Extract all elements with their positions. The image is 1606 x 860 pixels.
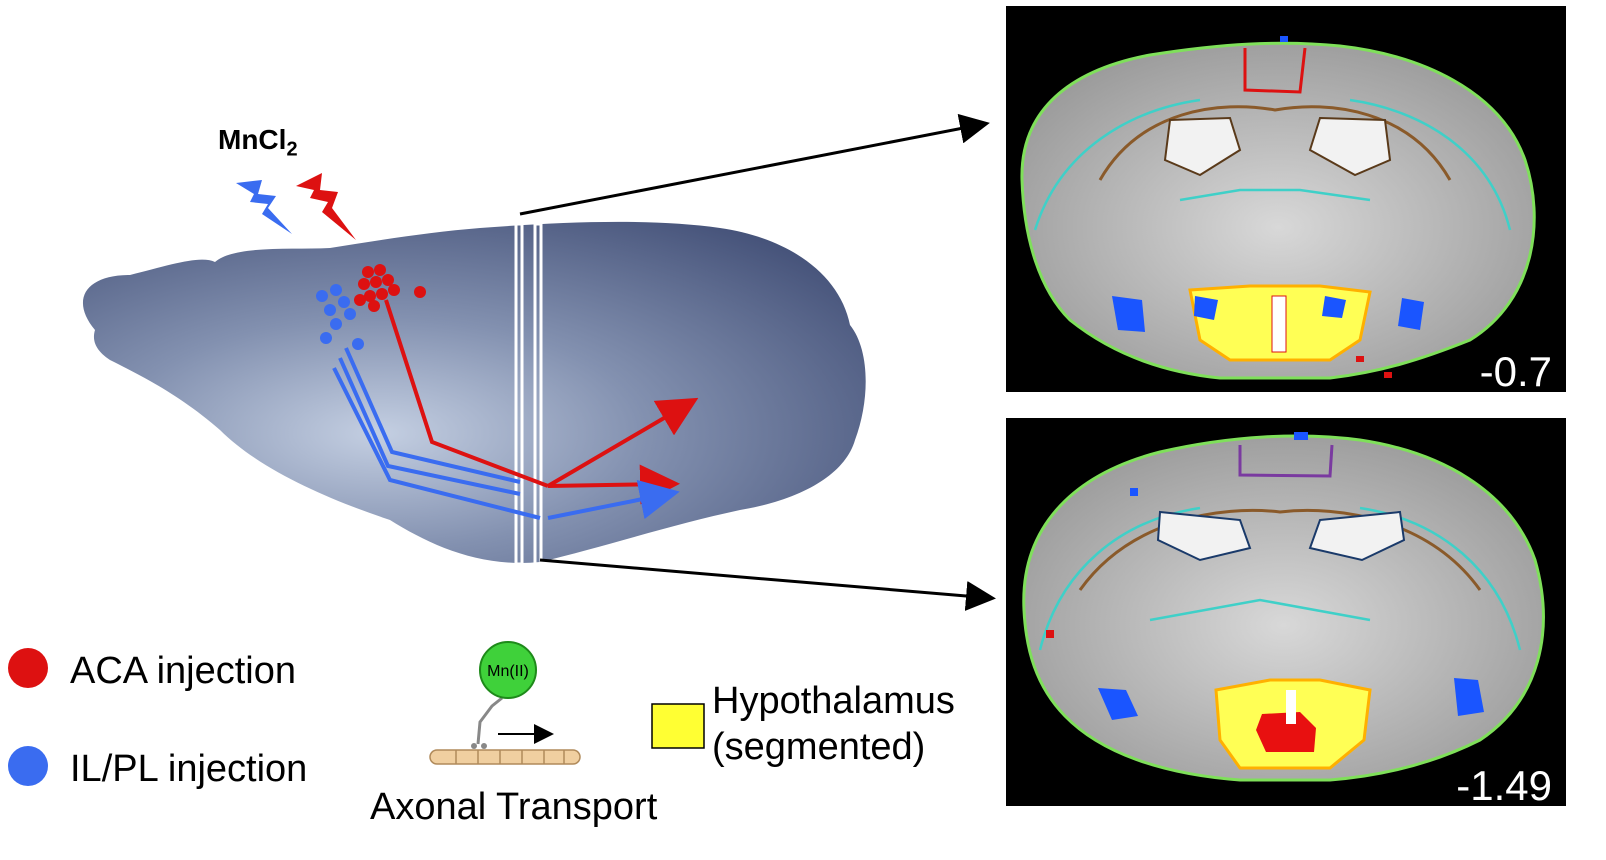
ilpl-site	[338, 296, 350, 308]
coronal-section-1	[1006, 6, 1566, 392]
ilpl-site	[352, 338, 364, 350]
aca-site	[368, 300, 380, 312]
ilpl-pathway-arrow	[547, 479, 680, 520]
aca-site	[382, 274, 394, 286]
hypothalamus-legend-label-2: (segmented)	[712, 726, 926, 768]
ilpl-site	[330, 318, 342, 330]
section-2-coordinate: -1.49	[1456, 762, 1552, 809]
aca-pathway-arrow-right	[547, 464, 680, 505]
red-lightning-icon	[296, 173, 356, 240]
guide-line-bottom	[539, 558, 996, 611]
section-1-brain	[1020, 41, 1536, 380]
aca-site	[370, 276, 382, 288]
ilpl-pathway-1	[344, 347, 521, 484]
axonal-transport-caption: Axonal Transport	[370, 786, 658, 828]
mn-ion	[479, 641, 537, 699]
section-1-coordinate: -0.7	[1480, 348, 1552, 395]
aca-pathway-main	[384, 299, 549, 488]
motor-protein	[476, 696, 503, 745]
hypothalamus-legend-label-1: Hypothalamus	[712, 680, 955, 722]
ilpl-site	[344, 308, 356, 320]
aca-site	[354, 294, 366, 306]
aca-site	[376, 288, 388, 300]
ilpl-site	[316, 290, 328, 302]
ilpl-injection-sites	[316, 284, 364, 350]
sagittal-brain	[82, 221, 866, 563]
ilpl-pathway-2	[338, 357, 521, 496]
aca-site	[358, 278, 370, 290]
mncl2-title: MnCl2	[218, 124, 298, 162]
aca-site	[414, 286, 426, 298]
aca-site	[364, 290, 376, 302]
aca-site	[388, 284, 400, 296]
ilpl-site	[330, 284, 342, 296]
mncl2-title-prefix: MnCl	[218, 124, 287, 155]
mncl2-title-subscript: 2	[286, 138, 298, 161]
aca-pathway-arrow-up	[546, 397, 699, 488]
ilpl-pathway-3	[332, 367, 541, 520]
aca-legend-marker	[8, 648, 48, 688]
ilpl-site	[324, 304, 336, 316]
aca-legend-label: ACA injection	[70, 650, 297, 692]
aca-injection-sites	[354, 264, 426, 312]
hypothalamus-legend-swatch	[651, 703, 705, 749]
section-slice-b	[533, 222, 543, 566]
coronal-section-2	[1006, 418, 1566, 806]
axonal-transport-icon	[429, 641, 581, 765]
section-slice-a	[514, 222, 524, 566]
axon-segment	[429, 749, 581, 765]
aca-site	[374, 264, 386, 276]
ilpl-site	[320, 332, 332, 344]
blue-lightning-icon	[236, 180, 292, 234]
ilpl-legend-label: IL/PL injection	[70, 748, 308, 790]
guide-line-top	[519, 113, 990, 216]
aca-site	[362, 266, 374, 278]
ilpl-legend-marker	[8, 746, 48, 786]
mn-ion-label: Mn(II)	[487, 663, 529, 680]
